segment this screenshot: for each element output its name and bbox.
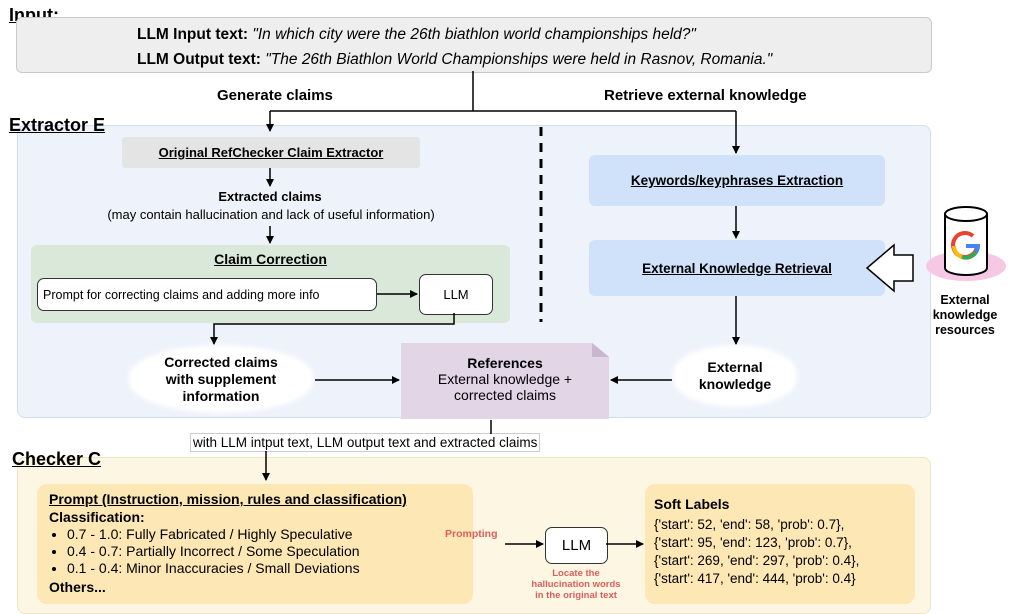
knowledge-retrieval-label: External Knowledge Retrieval (642, 260, 832, 276)
knowledge-retrieval-box: External Knowledge Retrieval (589, 240, 885, 296)
resources-line: knowledge (932, 308, 998, 322)
prompting-label: Prompting (445, 528, 498, 540)
resources-line: resources (935, 323, 995, 337)
soft-labels-list: {'start': 52, 'end': 58, 'prob': 0.7}, {… (654, 516, 859, 588)
soft-label-entry: {'start': 269, 'end': 297, 'prob': 0.4}, (654, 553, 860, 568)
checker-llm-box: LLM (545, 527, 608, 564)
checker-context-label: with LLM intput text, LLM output text an… (190, 433, 541, 452)
correction-prompt-label: Prompt for correcting claims and adding … (43, 287, 320, 302)
references-box: References External knowledge + correcte… (401, 343, 609, 419)
llm-input-line: LLM Input text: "In which city were the … (137, 26, 696, 44)
claim-correction-title: Claim Correction (214, 251, 327, 267)
llm-output-value: "The 26th Biathlon World Championships w… (265, 51, 773, 68)
classification-item: 0.7 - 1.0: Fully Fabricated / Highly Spe… (67, 526, 360, 543)
original-extractor-label: Original RefChecker Claim Extractor (158, 145, 384, 160)
classification-label: Classification: (49, 509, 145, 525)
locate-note: Locate the hallucination words in the or… (520, 568, 632, 601)
external-knowledge-line: knowledge (698, 376, 772, 392)
input-box: LLM Input text: "In which city were the … (16, 17, 932, 73)
corrected-claims-line: information (182, 387, 260, 404)
llm-input-value: "In which city were the 26th biathlon wo… (252, 26, 696, 43)
arrow-llm-to-corrected (210, 313, 455, 345)
extractor-title: Extractor E (9, 115, 106, 135)
classification-item: 0.1 - 0.4: Minor Inaccuracies / Small De… (67, 560, 360, 577)
google-icon (951, 230, 981, 260)
resources-label: External knowledge resources (922, 293, 1008, 338)
references-line: corrected claims (454, 387, 556, 403)
keywords-extraction-box: Keywords/keyphrases Extraction (589, 155, 885, 206)
classification-item: 0.4 - 0.7: Partially Incorrect / Some Sp… (67, 543, 360, 560)
external-knowledge-line: External (707, 359, 763, 375)
soft-labels-title: Soft Labels (654, 496, 730, 512)
others-label: Others... (49, 579, 106, 595)
references-title: References (467, 355, 543, 371)
generate-claims-label: Generate claims (217, 87, 333, 104)
llm-output-label: LLM Output text: (137, 51, 261, 68)
checker-prompt-title: Prompt (Instruction, mission, rules and … (49, 491, 407, 507)
extracted-claims-note: (may contain hallucination and lack of u… (107, 207, 435, 222)
database-icon (926, 206, 1006, 281)
checker-prompt-box: Prompt (Instruction, mission, rules and … (37, 484, 473, 604)
checker-llm-label: LLM (561, 537, 592, 554)
references-line: External knowledge + (437, 371, 573, 387)
corrected-claims-cloud: Corrected claims with supplement informa… (132, 348, 310, 410)
soft-label-entry: {'start': 417, 'end': 444, 'prob': 0.4} (654, 571, 856, 586)
retrieve-knowledge-label: Retrieve external knowledge (604, 87, 807, 104)
soft-label-entry: {'start': 95, 'end': 123, 'prob': 0.7}, (654, 535, 852, 550)
soft-label-entry: {'start': 52, 'end': 58, 'prob': 0.7}, (654, 517, 845, 532)
checker-title: Checker C (12, 449, 102, 469)
corrected-claims-line: with supplement (165, 370, 277, 387)
external-knowledge-cloud: External knowledge (676, 348, 794, 404)
resources-line: External (940, 293, 990, 307)
llm-input-label: LLM Input text: (137, 26, 249, 43)
locate-note-line: Locate the (552, 568, 600, 579)
correction-prompt-box: Prompt for correcting claims and adding … (37, 278, 377, 311)
correction-llm-label: LLM (443, 287, 469, 302)
llm-output-line: LLM Output text: "The 26th Biathlon Worl… (137, 51, 772, 69)
corrected-claims-text: Corrected claims with supplement informa… (164, 354, 278, 405)
locate-note-line: hallucination words (531, 579, 621, 590)
locate-note-line: in the original text (535, 590, 617, 601)
corrected-claims-line: Corrected claims (164, 353, 278, 370)
soft-labels-box: Soft Labels {'start': 52, 'end': 58, 'pr… (645, 484, 915, 604)
correction-llm-box: LLM (419, 274, 493, 315)
keywords-extraction-label: Keywords/keyphrases Extraction (630, 173, 844, 188)
external-knowledge-text: External knowledge (699, 359, 771, 393)
extracted-claims-label: Extracted claims (218, 189, 322, 204)
original-extractor-box: Original RefChecker Claim Extractor (122, 137, 420, 168)
block-arrow-left (865, 243, 914, 293)
classification-list: 0.7 - 1.0: Fully Fabricated / Highly Spe… (37, 526, 360, 577)
